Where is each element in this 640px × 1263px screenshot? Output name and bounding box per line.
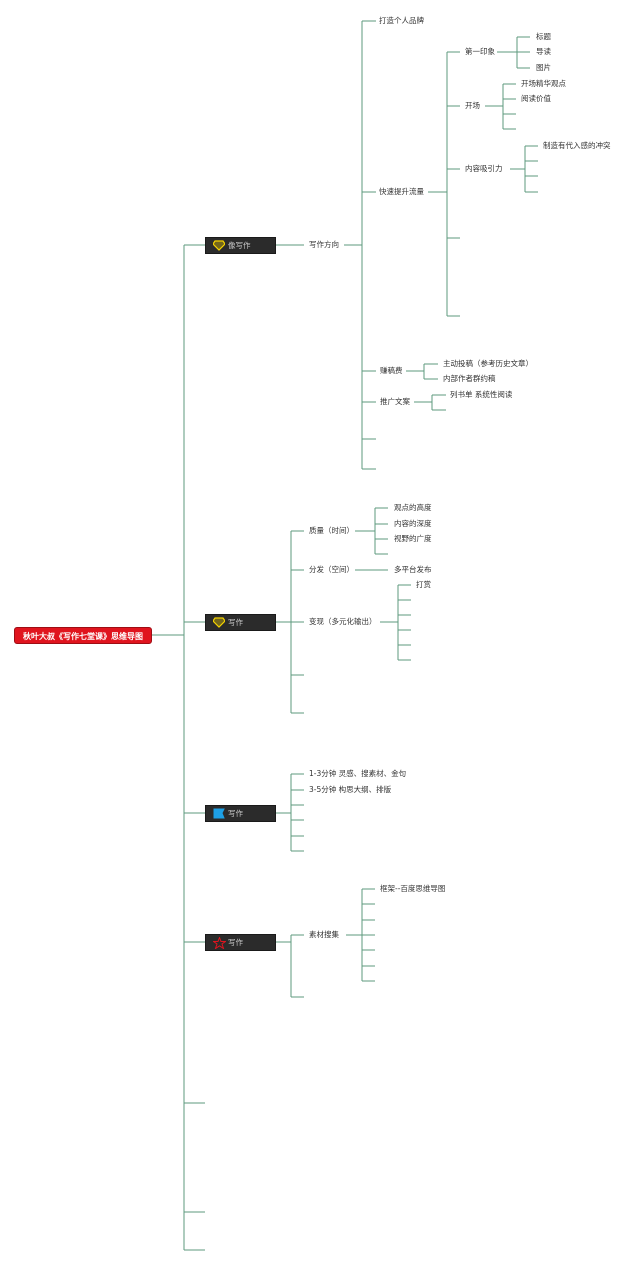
node-step-2[interactable]: 3-5分钟 构思大纲、排版 xyxy=(309,785,392,794)
node-depth[interactable]: 内容的深度 xyxy=(394,519,432,528)
node-material[interactable]: 素材搜集 xyxy=(309,930,339,939)
main-node-3[interactable]: 写作 xyxy=(205,805,276,822)
node-opening-key-point[interactable]: 开场精华观点 xyxy=(521,79,566,88)
node-writing-direction[interactable]: 写作方向 xyxy=(309,240,339,249)
node-boost-traffic[interactable]: 快速提升流量 xyxy=(379,187,424,196)
node-framework[interactable]: 框架--百度思维导图 xyxy=(380,884,446,893)
node-earn-fees[interactable]: 赚稿费 xyxy=(380,366,403,375)
node-quality[interactable]: 质量（时间） xyxy=(309,526,354,535)
main-node-label: 写作 xyxy=(228,938,243,947)
node-conflict[interactable]: 制造有代入感的冲突 xyxy=(543,141,611,150)
main-node-1[interactable]: 像写作 xyxy=(205,237,276,254)
node-tip[interactable]: 打赏 xyxy=(416,580,431,589)
node-multi-platform[interactable]: 多平台发布 xyxy=(394,565,432,574)
main-node-2[interactable]: 写作 xyxy=(205,614,276,631)
root-node[interactable]: 秋叶大叔《写作七堂课》思维导图 xyxy=(14,627,152,644)
diamond-icon xyxy=(212,615,226,630)
node-booklist[interactable]: 列书单 系统性阅读 xyxy=(450,390,513,399)
main-node-label: 像写作 xyxy=(228,241,251,250)
node-intro[interactable]: 导读 xyxy=(536,47,551,56)
node-monetize[interactable]: 变现（多元化输出） xyxy=(309,617,377,626)
node-opening[interactable]: 开场 xyxy=(465,101,480,110)
flag-icon xyxy=(212,806,226,821)
diamond-icon xyxy=(212,238,226,253)
node-title[interactable]: 标题 xyxy=(536,32,551,41)
star-icon xyxy=(212,935,226,950)
node-promo-copy[interactable]: 推广文案 xyxy=(380,397,410,406)
node-content-appeal[interactable]: 内容吸引力 xyxy=(465,164,503,173)
node-personal-brand[interactable]: 打造个人品牌 xyxy=(379,16,424,25)
node-breadth[interactable]: 视野的广度 xyxy=(394,534,432,543)
node-distribution[interactable]: 分发（空间） xyxy=(309,565,354,574)
node-invited[interactable]: 内部作者群约稿 xyxy=(443,374,496,383)
node-reading-value[interactable]: 阅读价值 xyxy=(521,94,551,103)
node-step-1[interactable]: 1-3分钟 灵感、搜素材、金句 xyxy=(309,769,407,778)
node-height[interactable]: 观点的高度 xyxy=(394,503,432,512)
main-node-4[interactable]: 写作 xyxy=(205,934,276,951)
main-node-label: 写作 xyxy=(228,618,243,627)
main-node-label: 写作 xyxy=(228,809,243,818)
node-submit[interactable]: 主动投稿（参考历史文章） xyxy=(443,359,533,368)
node-first-impression[interactable]: 第一印象 xyxy=(465,47,495,56)
node-image[interactable]: 图片 xyxy=(536,63,551,72)
